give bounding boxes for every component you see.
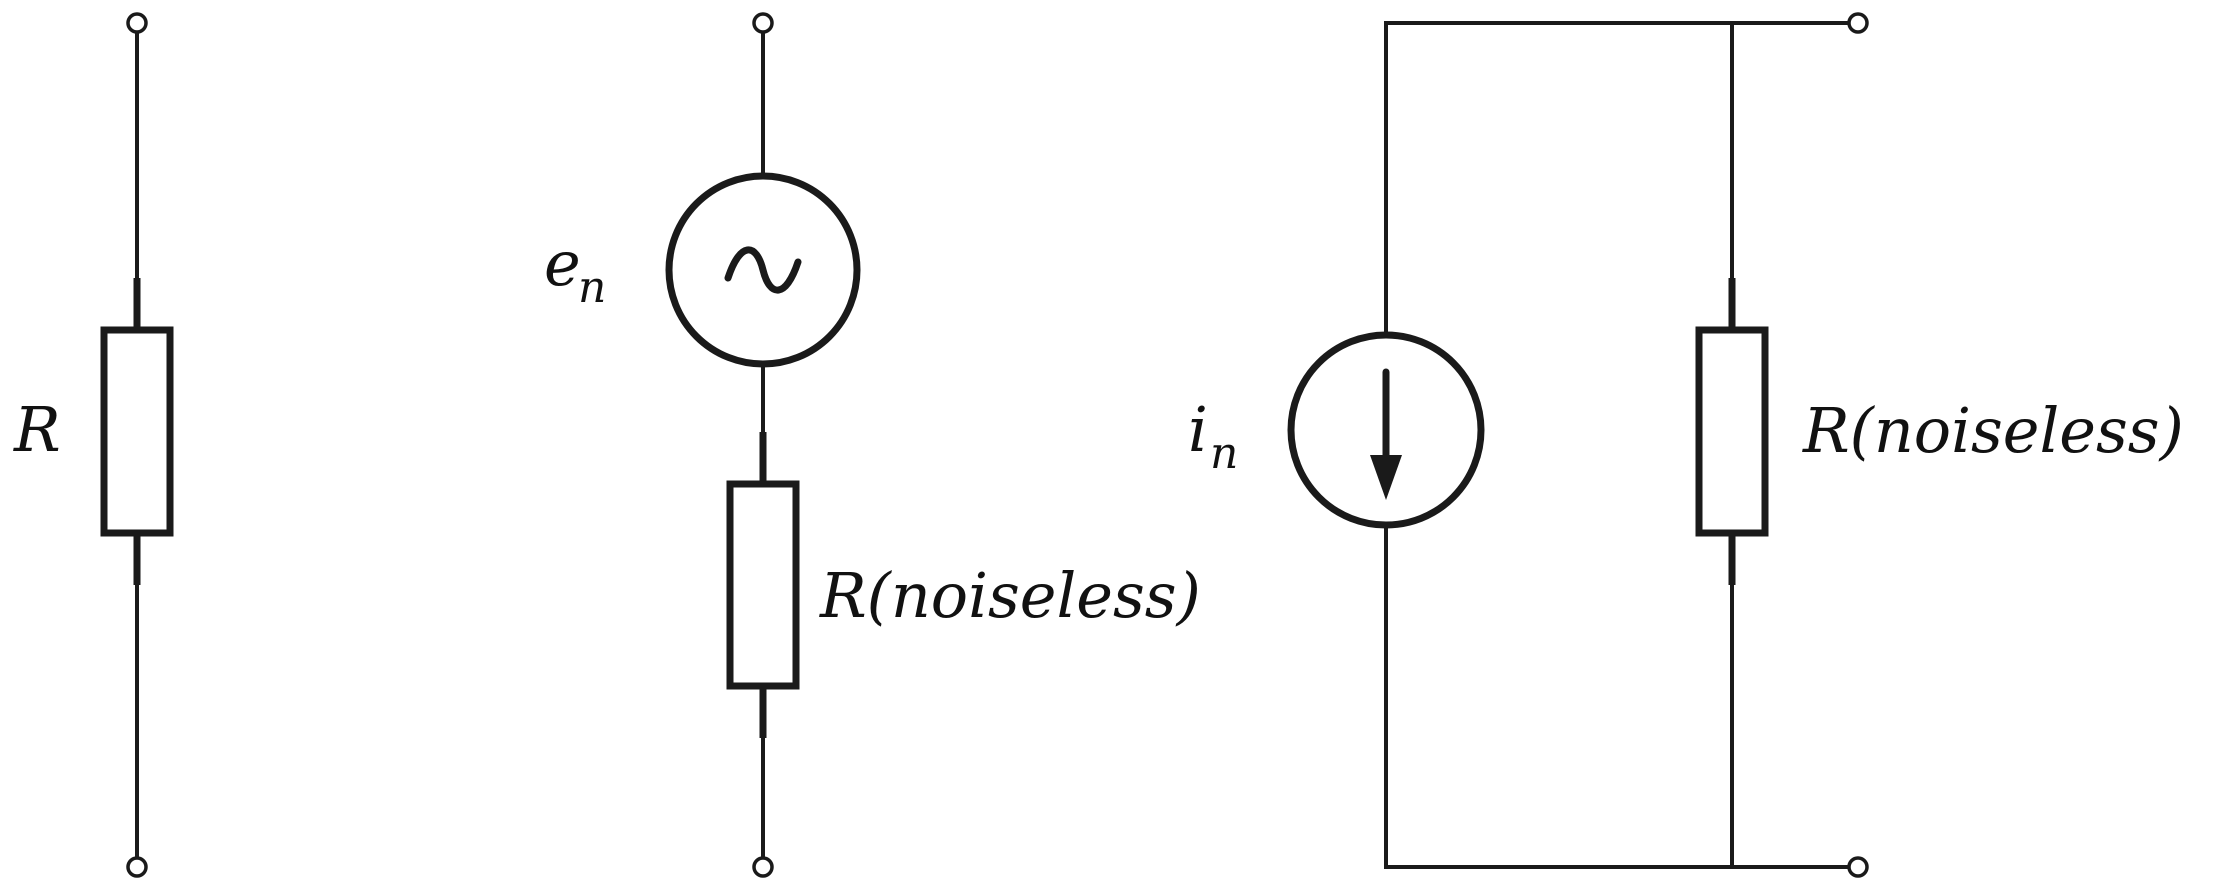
current-source-label: i <box>1188 393 1208 466</box>
terminal-icon <box>752 856 774 878</box>
current-noise-circuit: i n R(noiseless) <box>1188 12 2184 878</box>
sine-wave-icon <box>724 246 802 294</box>
terminal-icon <box>1847 12 1869 34</box>
series-resistor-label: R(noiseless) <box>819 559 1201 632</box>
current-source-subscript: n <box>1210 428 1238 479</box>
resistor-circuit: R <box>13 12 174 878</box>
voltage-noise-circuit: e n R(noiseless) <box>544 12 1201 878</box>
arrow-head-icon <box>1370 455 1402 500</box>
resistor-icon <box>100 326 174 537</box>
terminal-icon <box>126 12 148 34</box>
terminal-icon <box>752 12 774 34</box>
resistor-label: R <box>13 393 61 466</box>
resistor-icon <box>726 480 800 690</box>
resistor-icon <box>1695 326 1769 537</box>
voltage-source-label: e <box>544 227 581 300</box>
parallel-resistor-label: R(noiseless) <box>1802 394 2184 467</box>
terminal-icon <box>126 856 148 878</box>
terminal-icon <box>1847 856 1869 878</box>
voltage-source-subscript: n <box>578 262 606 313</box>
